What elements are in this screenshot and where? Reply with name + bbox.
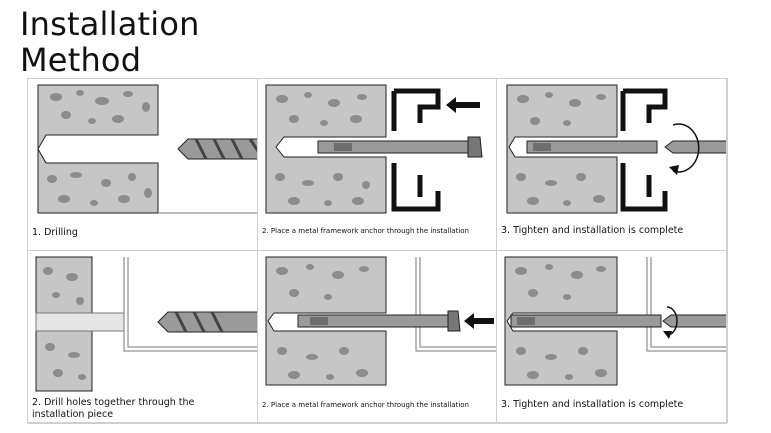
drill-bit xyxy=(157,311,257,333)
metal-frame-profile xyxy=(391,88,441,212)
aggregate-stones xyxy=(516,92,606,206)
title-line-1: Installation xyxy=(20,5,200,43)
frame-anchor xyxy=(510,314,662,328)
aggregate-stones xyxy=(275,92,370,206)
installation-frame xyxy=(415,257,496,352)
concrete-block xyxy=(265,256,387,386)
push-arrow xyxy=(446,97,480,113)
step-caption: 3. Tighten and installation is complete xyxy=(501,225,684,236)
step-drilling-panel: 1. Drilling xyxy=(28,79,258,251)
frame-anchor xyxy=(297,310,461,332)
step-place-anchor-panel: 2. Place a metal framework anchor throug… xyxy=(258,79,497,251)
step-caption: 3. Tighten and installation is complete xyxy=(501,399,684,410)
push-arrow xyxy=(464,313,494,329)
tighten-illustration xyxy=(504,256,726,386)
installation-frame xyxy=(123,257,257,352)
rotation-arrowhead xyxy=(669,165,679,175)
installation-steps-grid: 1. Drilling 2. Place a metal framework a xyxy=(27,78,728,424)
drill-bit xyxy=(177,138,257,160)
step-caption: 2. Drill holes together through the inst… xyxy=(32,397,195,420)
place-anchor-illustration xyxy=(265,84,483,214)
tighten-illustration xyxy=(506,84,726,214)
rotation-arrowhead xyxy=(663,331,672,339)
step-caption: 1. Drilling xyxy=(32,227,78,238)
drilling-illustration xyxy=(37,84,257,214)
screwdriver xyxy=(662,314,726,328)
page-title: Installation Method xyxy=(20,6,200,78)
rotation-arrow-icon xyxy=(672,123,700,173)
step-caption: 2. Place a metal framework anchor throug… xyxy=(262,227,469,235)
aggregate-stones xyxy=(43,267,86,380)
screwdriver xyxy=(664,140,726,154)
step-tighten-panel: 3. Tighten and installation is complete xyxy=(497,79,727,251)
frame-anchor xyxy=(526,140,658,154)
aggregate-stones xyxy=(47,90,152,206)
step-drill-through-panel: 2. Drill holes together through the inst… xyxy=(28,251,258,424)
drill-through-illustration xyxy=(35,256,257,392)
step-tighten-panel-2: 3. Tighten and installation is complete xyxy=(497,251,727,424)
installation-frame xyxy=(646,257,726,352)
title-line-2: Method xyxy=(20,41,142,79)
frame-anchor xyxy=(317,136,483,158)
concrete-block xyxy=(506,84,618,214)
step-place-anchor-panel-2: 2. Place a metal framework anchor throug… xyxy=(258,251,497,424)
metal-frame-profile xyxy=(620,88,668,212)
aggregate-stones xyxy=(515,264,607,380)
aggregate-stones xyxy=(276,264,369,380)
place-anchor-illustration xyxy=(265,256,496,386)
drilled-hole xyxy=(35,312,125,332)
step-caption: 2. Place a metal framework anchor throug… xyxy=(262,401,469,409)
